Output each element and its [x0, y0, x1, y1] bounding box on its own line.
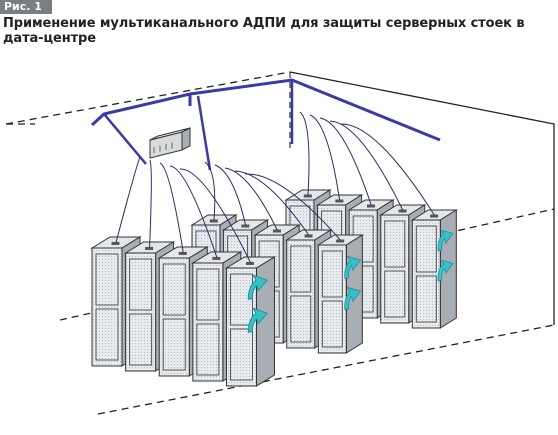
rack-front: [158, 257, 190, 377]
airflow-arrows: [247, 229, 454, 333]
room-back-wall: [289, 71, 555, 325]
arrow-shape: [344, 286, 362, 311]
rack-vent: [272, 229, 281, 233]
rack-door-lower: [129, 313, 153, 366]
rack-door-upper: [162, 263, 186, 316]
rack-door-lower: [162, 318, 186, 371]
capillary-tube: [214, 164, 247, 226]
capillary-tube: [234, 170, 310, 236]
rack-vent: [212, 256, 221, 260]
server-racks: [90, 189, 459, 387]
rack-door-lower: [290, 295, 312, 343]
pipe-drop-mid: [196, 95, 212, 171]
airflow-arrow-icon: [247, 307, 268, 333]
figure-label: Рис. 1: [0, 0, 52, 14]
figure-caption: Применение мультиканального АДПИ для защ…: [3, 16, 525, 46]
rack-front: [125, 252, 157, 372]
capillary-tube: [149, 159, 152, 248]
rack-door-lower: [321, 300, 343, 348]
datacenter-diagram: [5, 71, 555, 415]
capillary-tube: [339, 123, 435, 216]
rack-vent: [430, 214, 439, 218]
smoke-detector-unit: [149, 127, 191, 159]
rack-front: [91, 247, 123, 367]
rack-door-lower: [229, 328, 253, 381]
rack-vent: [304, 234, 313, 238]
pipe-main-right: [189, 78, 441, 142]
airflow-arrow-icon: [344, 255, 362, 280]
capillary-tube: [159, 162, 184, 253]
arrow-shape: [247, 307, 268, 333]
rack-door-upper: [290, 245, 312, 293]
pipe-drop-front: [103, 113, 147, 165]
rack-door-lower: [95, 308, 119, 361]
rack-vent: [111, 241, 120, 245]
rack-front: [317, 244, 347, 354]
rack-front: [411, 219, 441, 329]
airflow-arrow-icon: [344, 286, 362, 311]
rack-door-upper: [95, 253, 119, 306]
capillary-tube: [204, 161, 216, 221]
capillary-tube: [244, 173, 341, 241]
detector-side: [181, 127, 191, 151]
rack-vent: [241, 224, 250, 228]
capillary-tube: [309, 114, 341, 201]
room-ceiling-line-left: [5, 71, 291, 125]
rack-vent: [145, 246, 154, 250]
rack-door-lower: [196, 323, 220, 376]
arrow-shape: [344, 255, 362, 280]
airflow-arrow-icon: [247, 274, 268, 300]
pipe-main-left: [90, 92, 192, 127]
rack-front: [192, 262, 224, 382]
airflow-arrow-icon: [437, 259, 454, 282]
airflow-arrow-icon: [437, 229, 454, 252]
capillary-tube: [115, 156, 141, 243]
rack-vent: [335, 199, 344, 203]
arrow-shape: [437, 259, 454, 282]
rack-door-upper: [321, 250, 343, 298]
rack-door-upper: [384, 220, 406, 268]
rack-door-lower: [415, 275, 437, 323]
rack-door-upper: [129, 258, 153, 311]
room-floor-line-front: [97, 324, 555, 415]
arrow-shape: [437, 229, 454, 252]
capillary-tube: [299, 111, 310, 196]
rack-vent: [398, 209, 407, 213]
rack-vent: [366, 204, 375, 208]
rack-vent: [336, 239, 345, 243]
server-rack: [410, 209, 459, 329]
rack-door-upper: [229, 273, 253, 326]
rack-door-upper: [415, 225, 437, 273]
rack-vent: [209, 219, 218, 223]
rack-vent: [303, 194, 312, 198]
rack-door-upper: [196, 268, 220, 321]
sampling-pipe-network: [90, 78, 441, 263]
capillary-tube: [224, 167, 278, 231]
rack-front: [286, 239, 316, 349]
capillary-tube: [179, 168, 251, 263]
rack-front: [380, 214, 410, 324]
rack-vent: [178, 251, 187, 255]
rack-vent: [245, 261, 254, 265]
capillary-tube: [169, 165, 218, 258]
arrow-shape: [247, 274, 268, 300]
capillary-tube: [329, 120, 404, 211]
rack-door-lower: [384, 270, 406, 318]
capillary-tube: [319, 117, 372, 206]
